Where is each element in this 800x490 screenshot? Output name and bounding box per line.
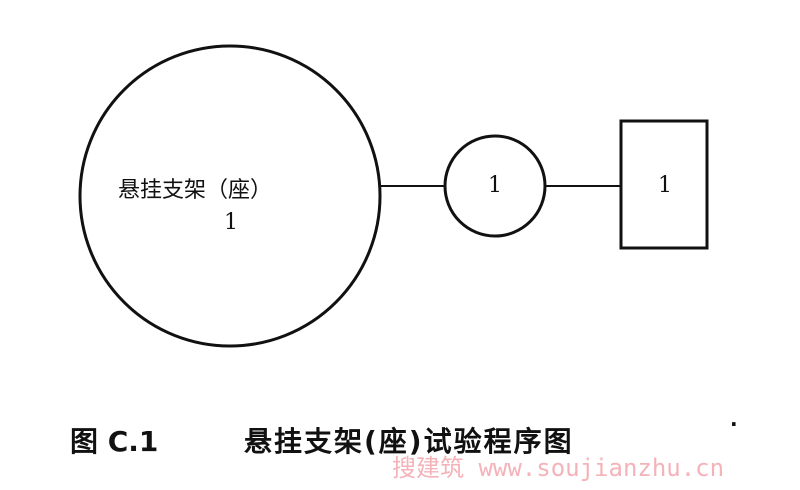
main-count: 1	[224, 210, 238, 235]
caption-number: 图 C.1	[70, 425, 159, 458]
caption-title: 悬挂支架(座)试验程序图	[244, 425, 574, 458]
box	[619, 119, 709, 250]
main-label: 悬挂支架（座）	[118, 178, 273, 203]
caption-dot: ·	[730, 412, 738, 436]
box-count: 1	[658, 173, 672, 198]
circle-count: 1	[488, 173, 502, 198]
main-circle	[78, 44, 382, 348]
watermark: 搜建筑 www.soujianzhu.cn	[392, 454, 725, 482]
